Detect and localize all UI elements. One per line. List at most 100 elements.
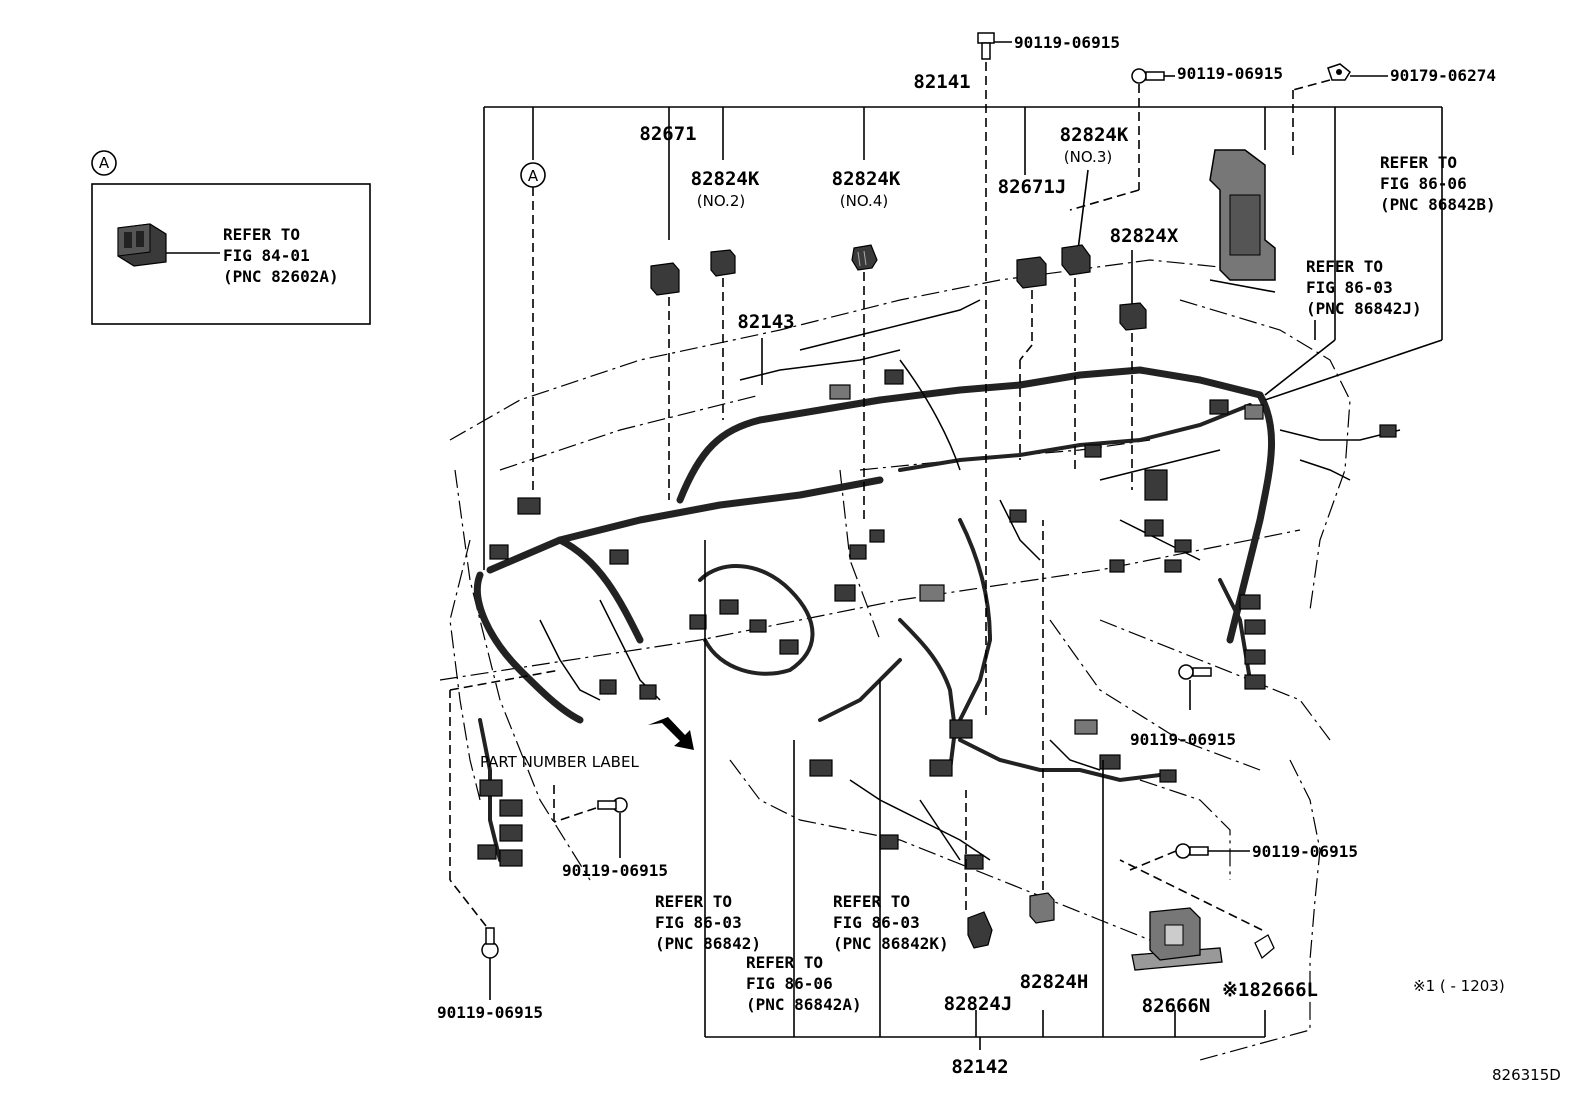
refer-86842a: REFER TO FIG 86-06 (PNC 86842A) — [746, 953, 862, 1014]
wire-harness — [473, 299, 1401, 862]
callout-bolt-top-right: 90119-06915 — [1177, 64, 1283, 83]
refer-86842b-line3: (PNC 86842B) — [1380, 195, 1496, 214]
connector-82824k-no3-icon — [1061, 244, 1091, 276]
callout-bolt-right-mid: 90119-06915 — [1130, 730, 1236, 749]
part-number-label: PART NUMBER LABEL — [480, 717, 694, 771]
refer-86842j-line2: FIG 86-03 — [1306, 278, 1393, 297]
inset-refer-line3: (PNC 82602A) — [223, 267, 339, 286]
part-82666l: ※182666L — [1119, 859, 1318, 1001]
bolt-left-mid: 90119-06915 — [553, 780, 668, 880]
connector-82824k-no4-icon — [851, 244, 878, 271]
clip-top-right: 90179-06274 — [1292, 63, 1496, 160]
bolt-right-mid-icon — [1178, 664, 1212, 680]
callout-82143: 82143 — [737, 311, 794, 333]
callout-bolt-left-low: 90119-06915 — [437, 1003, 543, 1022]
callout-82141: 82141 — [913, 71, 970, 93]
refer-86842: REFER TO FIG 86-03 (PNC 86842) — [655, 892, 761, 953]
figure-id: 826315D — [1492, 1066, 1561, 1084]
marker-a-main: A — [520, 162, 546, 495]
callout-82824k-no3-note: (NO.3) — [1064, 148, 1112, 166]
refer-86842k: REFER TO FIG 86-03 (PNC 86842K) — [833, 892, 949, 953]
part-82143: 82143 — [737, 311, 795, 385]
callout-82824k-no3: 82824K — [1060, 124, 1129, 146]
part-82824x: 82824X — [1110, 225, 1179, 490]
callout-82142: 82142 — [951, 1056, 1008, 1078]
junction-block-82666n-icon — [1131, 907, 1223, 971]
marker-a-label: A — [528, 167, 539, 185]
bolt-left-low-icon — [481, 927, 499, 959]
relay-bracket — [1209, 149, 1276, 281]
part-82824k-no4: 82824K (NO.4) — [832, 168, 901, 520]
callout-bolt-right-low: 90119-06915 — [1252, 842, 1358, 861]
leader-82141: 82141 — [483, 71, 1443, 570]
callout-82824j: 82824J — [944, 993, 1013, 1015]
refer-86842j-line3: (PNC 86842J) — [1306, 299, 1422, 318]
callout-82824k-no2-note: (NO.2) — [697, 192, 745, 210]
callout-82666l: ※182666L — [1222, 979, 1318, 1001]
bolt-right-low: 90119-06915 — [1129, 842, 1358, 871]
refer-86842-line3: (PNC 86842) — [655, 934, 761, 953]
connector-82824k-no2-icon — [710, 249, 736, 277]
inset-marker-label: A — [99, 154, 110, 172]
callout-82824k-no4: 82824K — [832, 168, 901, 190]
callout-clip: 90179-06274 — [1390, 66, 1496, 85]
callout-82824x: 82824X — [1110, 225, 1179, 247]
callout-82824k-no4-note: (NO.4) — [840, 192, 888, 210]
refer-86842k-line1: REFER TO — [833, 892, 910, 911]
bolt-top-right: 90119-06915 — [1069, 64, 1283, 211]
bolt-top: 90119-06915 — [977, 32, 1120, 720]
connector-82671j-icon — [1016, 256, 1047, 289]
part-82671j: 82671J — [998, 176, 1067, 460]
bolt-left-low: 90119-06915 — [437, 669, 561, 1022]
refer-86842j: REFER TO FIG 86-03 (PNC 86842J) — [1209, 257, 1422, 340]
connector-82824j-icon — [967, 911, 993, 949]
part-number-label-text: PART NUMBER LABEL — [480, 753, 639, 771]
part-82666n: 82666N — [1131, 907, 1223, 1017]
refer-86842k-line3: (PNC 86842K) — [833, 934, 949, 953]
refer-86842-line1: REFER TO — [655, 892, 732, 911]
refer-86842a-line2: FIG 86-06 — [746, 974, 833, 993]
clip-icon — [1327, 63, 1351, 81]
callout-82671: 82671 — [639, 123, 696, 145]
refer-86842k-line2: FIG 86-03 — [833, 913, 920, 932]
harness-connectors — [477, 369, 1397, 870]
connector-82824x-icon — [1119, 302, 1147, 331]
part-82824k-no2: 82824K (NO.2) — [691, 168, 760, 420]
refer-86842a-line1: REFER TO — [746, 953, 823, 972]
callout-82824h: 82824H — [1020, 971, 1089, 993]
refer-86842j-line1: REFER TO — [1306, 257, 1383, 276]
refer-86842b-line2: FIG 86-06 — [1380, 174, 1467, 193]
refer-86842b-line1: REFER TO — [1380, 153, 1457, 172]
connector-82671-icon — [650, 262, 680, 296]
bolt-top-right-icon — [1131, 68, 1165, 84]
inset-refer-line2: FIG 84-01 — [223, 246, 310, 265]
inset-box — [91, 183, 371, 325]
clip-82666l-icon — [1254, 934, 1275, 960]
bolt-left-mid-icon — [597, 797, 628, 813]
part-82671: 82671 — [639, 123, 697, 500]
part-82824h: 82824H — [1020, 520, 1089, 993]
connector-82824h-icon — [1029, 892, 1055, 924]
callout-82671j: 82671J — [998, 176, 1067, 198]
bolt-right-low-icon — [1175, 843, 1209, 859]
leader-82142: 82142 — [704, 540, 1266, 1078]
part-82824k-no3: 82824K (NO.3) — [1060, 124, 1129, 470]
callout-82824k-no2: 82824K — [691, 168, 760, 190]
callout-bolt-left-mid: 90119-06915 — [562, 861, 668, 880]
refer-86842-line2: FIG 86-03 — [655, 913, 742, 932]
footnote: ※1 ( - 1203) — [1413, 977, 1505, 995]
refer-86842b: REFER TO FIG 86-06 (PNC 86842B) — [1380, 153, 1496, 214]
inset-a: A REFER TO FIG 84-01 (PNC 82602A) — [91, 150, 371, 325]
arrow-icon — [648, 717, 694, 750]
inset-connector-icon — [117, 223, 167, 267]
inset-refer-line1: REFER TO — [223, 225, 300, 244]
part-82824j: 82824J — [944, 790, 1013, 1015]
refer-86842a-line3: (PNC 86842A) — [746, 995, 862, 1014]
callout-82666n: 82666N — [1142, 995, 1211, 1017]
callout-bolt-top: 90119-06915 — [1014, 33, 1120, 52]
bolt-top-icon — [977, 32, 995, 60]
inset-marker-circle — [91, 150, 117, 176]
bolt-right-mid: 90119-06915 — [1130, 664, 1236, 749]
